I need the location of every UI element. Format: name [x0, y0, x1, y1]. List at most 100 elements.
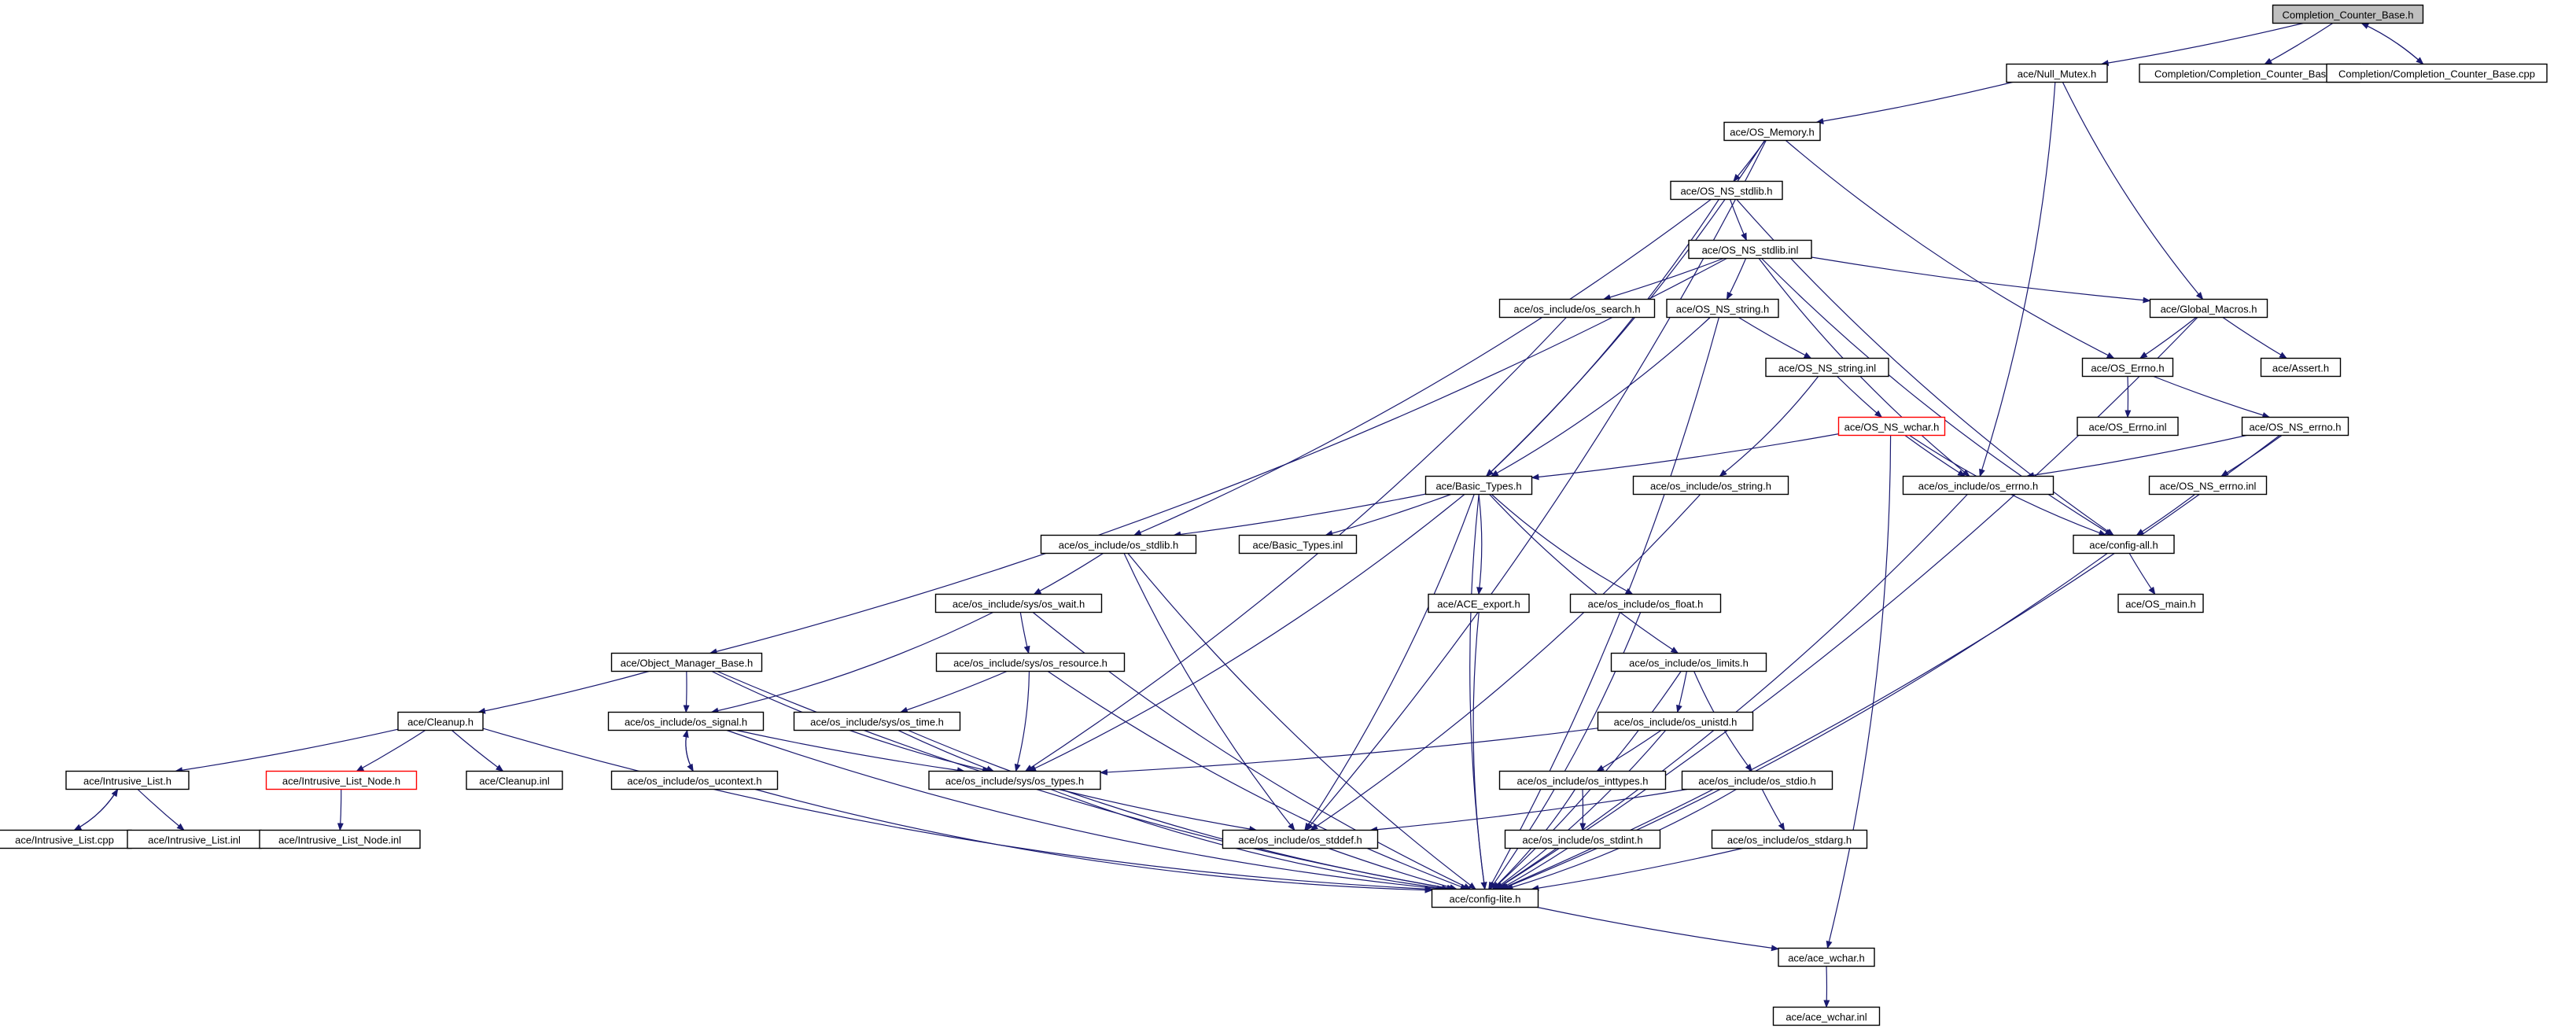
graph-node[interactable]: ace/os_include/os_limits.h [1610, 652, 1767, 672]
dependency-edge [74, 788, 119, 831]
dependency-edge [1028, 494, 1465, 772]
dependency-edge [1785, 140, 2115, 359]
graph-node[interactable]: ace/os_include/os_float.h [1569, 593, 1722, 613]
node-box [2148, 475, 2268, 496]
node-label: ace/Intrusive_List.cpp [15, 835, 114, 846]
graph-node[interactable]: ace/ace_wchar.inl [1772, 1006, 1881, 1026]
graph-node[interactable]: ace/os_include/os_stdint.h [1504, 829, 1661, 849]
graph-node[interactable]: ace/os_include/os_signal.h [607, 711, 765, 731]
node-box [1569, 593, 1722, 613]
graph-node[interactable]: ace/Object_Manager_Base.h [610, 652, 763, 672]
dependency-edge [1537, 906, 1779, 952]
node-label: ace/os_include/os_stdarg.h [1727, 835, 1852, 846]
dependency-edge [1490, 317, 1711, 477]
node-label: ace/Basic_Types.h [1435, 481, 1521, 492]
node-label: ace/OS_main.h [2125, 599, 2196, 610]
node-label: ace/os_include/os_stddef.h [1238, 835, 1362, 846]
graph-node[interactable]: ace/Intrusive_List_Node.h [265, 770, 418, 790]
graph-node[interactable]: ace/os_include/os_search.h [1498, 298, 1656, 319]
graph-node[interactable]: ace/OS_NS_string.inl [1765, 357, 1889, 378]
node-label: ace/OS_NS_stdlib.h [1680, 186, 1772, 197]
graph-node[interactable]: ace/Intrusive_List.h [65, 770, 190, 790]
node-label: ace/OS_NS_wchar.h [1844, 422, 1940, 433]
graph-node[interactable]: ace/Intrusive_List.cpp [0, 829, 132, 849]
dependency-edge [1531, 847, 1743, 892]
dependency-edge [1033, 552, 1104, 595]
graph-node[interactable]: ace/OS_NS_string.h [1666, 298, 1779, 319]
graph-node[interactable]: ace/os_include/os_stdlib.h [1040, 534, 1197, 555]
graph-node[interactable]: ace/os_include/os_errno.h [1902, 475, 2055, 496]
graph-node[interactable]: ace/os_include/os_stdarg.h [1711, 829, 1868, 849]
dependency-edge [735, 729, 965, 774]
dependency-edge [2062, 82, 2204, 300]
node-label: ace/os_include/os_unistd.h [1614, 717, 1738, 728]
graph-node[interactable]: ace/os_include/os_string.h [1632, 475, 1789, 496]
graph-node[interactable]: Completion/Completion_Counter_Base.inl [2139, 63, 2360, 83]
graph-node[interactable]: ace/Intrusive_List.inl [127, 829, 262, 849]
node-box [1666, 298, 1779, 319]
node-label: ace/os_include/sys/os_resource.h [953, 658, 1107, 669]
graph-node[interactable]: ace/os_include/sys/os_wait.h [934, 593, 1103, 613]
node-box [1498, 298, 1656, 319]
graph-node[interactable]: ace/Cleanup.inl [466, 770, 563, 790]
graph-node[interactable]: ace/ace_wchar.h [1778, 947, 1875, 967]
graph-node[interactable]: ace/os_include/os_unistd.h [1597, 711, 1754, 731]
graph-node[interactable]: ace/OS_NS_errno.h [2241, 416, 2349, 437]
node-label: ace/OS_NS_string.h [1676, 304, 1770, 315]
node-box [65, 770, 190, 790]
graph-node[interactable]: ace/Global_Macros.h [2149, 298, 2268, 319]
node-box [1597, 711, 1754, 731]
graph-node[interactable]: ace/Cleanup.h [397, 711, 484, 731]
dependency-edge [1730, 199, 1747, 241]
graph-node[interactable]: ace/Basic_Types.inl [1238, 534, 1358, 555]
graph-node[interactable]: ace/OS_NS_errno.inl [2148, 475, 2268, 496]
graph-node[interactable]: ace/os_include/os_stddef.h [1222, 829, 1379, 849]
node-box [1610, 652, 1767, 672]
dependency-edge [1500, 553, 2108, 890]
dependency-edge [899, 670, 1008, 713]
graph-node[interactable]: ace/OS_main.h [2117, 593, 2204, 613]
node-box [1428, 593, 1530, 613]
graph-node[interactable]: ace/config-all.h [2073, 534, 2175, 555]
graph-node[interactable]: ace/Intrusive_List_Node.inl [259, 829, 421, 849]
node-label: ace/OS_NS_errno.h [2249, 422, 2341, 433]
graph-node[interactable]: ace/ACE_export.h [1428, 593, 1530, 613]
graph-node[interactable]: ace/OS_NS_stdlib.inl [1688, 239, 1812, 260]
graph-node[interactable]: Completion/Completion_Counter_Base.cpp [2326, 63, 2548, 83]
graph-node[interactable]: ace/OS_NS_wchar.h [1837, 416, 1946, 437]
node-box [610, 652, 763, 672]
graph-node[interactable]: ace/OS_Errno.inl [2077, 416, 2179, 437]
graph-node[interactable]: ace/os_include/os_stdio.h [1681, 770, 1833, 790]
node-box [1670, 180, 1783, 201]
graph-node[interactable]: ace/os_include/sys/os_time.h [793, 711, 961, 731]
graph-node[interactable]: ace/OS_NS_stdlib.h [1670, 180, 1783, 201]
dependency-edge [1328, 847, 1458, 890]
dependency-edge [1495, 317, 2198, 890]
graph-node[interactable]: ace/config-lite.h [1431, 888, 1539, 908]
dependency-edge [1173, 493, 1426, 538]
dependency-edge [1491, 494, 1634, 595]
dependency-edge [2361, 22, 2424, 65]
node-box [1632, 475, 1789, 496]
graph-node[interactable]: ace/Basic_Types.h [1424, 475, 1533, 496]
node-label: ace/os_include/os_limits.h [1629, 658, 1749, 669]
node-label: ace/os_include/sys/os_types.h [945, 776, 1084, 787]
graph-node[interactable]: ace/Null_Mutex.h [2006, 63, 2108, 83]
dependency-edge [1469, 494, 1487, 890]
dependency-edge [356, 729, 426, 772]
graph-node[interactable]: ace/OS_Memory.h [1723, 121, 1821, 142]
graph-node[interactable]: ace/os_include/os_ucontext.h [610, 770, 779, 790]
node-box [397, 711, 484, 731]
node-label: ace/Cleanup.h [407, 717, 474, 728]
dependency-edge [2153, 375, 2271, 418]
graph-node[interactable]: ace/OS_Errno.h [2081, 357, 2174, 378]
dependency-edge [908, 729, 1455, 891]
node-box [265, 770, 418, 790]
dependency-edge [683, 671, 690, 713]
node-box [1238, 534, 1358, 555]
dependency-edge [710, 611, 993, 714]
graph-node[interactable]: ace/os_include/sys/os_types.h [928, 770, 1101, 790]
graph-node[interactable]: ace/os_include/sys/os_resource.h [935, 652, 1126, 672]
graph-node[interactable]: ace/os_include/os_inttypes.h [1498, 770, 1667, 790]
graph-node[interactable]: ace/Assert.h [2260, 357, 2342, 378]
